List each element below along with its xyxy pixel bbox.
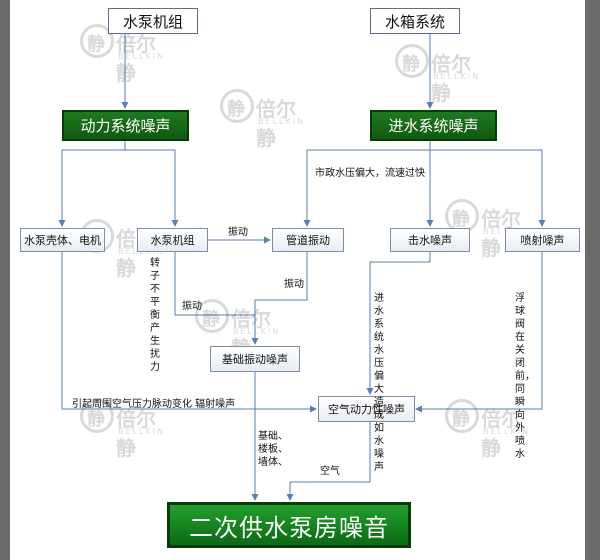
node-label: 喷射噪声 [520,234,565,247]
node-inlet-noise: 进水系统噪声 [370,110,497,141]
node-final-noise: 二次供水泵房噪音 [167,502,411,548]
label-rotor-imbalance: 转子不平衡产生扰力 [150,258,160,373]
arrow-inlet-to-jet [430,149,546,227]
node-label: 管道振动 [286,234,330,247]
label-vibration: 振动 [228,227,248,238]
node-jet-noise: 喷射噪声 [505,228,580,252]
node-pipe-vibration: 管道振动 [272,228,344,252]
arrow-hammer-to-aero [366,252,431,395]
node-label: 进水系统噪声 [388,117,479,135]
node-pump-unit-top: 水泵机组 [108,8,198,34]
node-label: 水泵机组 [150,234,195,247]
label-municipal-pressure: 市政水压偏大，流速过快 [315,168,425,179]
node-water-hammer: 击水噪声 [390,228,470,252]
label-vibration: 振动 [182,301,202,312]
node-foundation-noise: 基础振动噪声 [210,346,300,372]
node-tank-system: 水箱系统 [370,8,460,34]
arrow-power-to-pumpunit [125,149,179,227]
label-foundation-floor-wall: 基础、楼板、墙体、 [258,431,288,468]
node-label: 动力系统噪声 [80,117,171,135]
label-float-valve: 浮球阀在关闭前，同瞬向外喷水 [515,293,535,460]
label-vibration: 振动 [284,279,304,290]
node-power-noise: 动力系统噪声 [62,110,189,141]
label-inlet-pressure: 进水系统水压偏大造成如水噪声 [374,293,384,473]
node-label: 基础振动噪声 [222,353,288,366]
arrow-casing-to-aero [61,252,317,413]
node-label: 击水噪声 [408,234,452,247]
arrow-power-to-casing [58,140,126,227]
node-aero-noise: 空气动力性噪声 [318,396,415,422]
arrow-inlet-to-pipe [303,140,431,227]
node-label: 二次供水泵房噪音 [189,513,389,542]
label-pressure-pulse: 引起周围空气压力脉动变化 辐射噪声 [72,399,236,410]
arrow-aero-to-final [286,422,371,501]
label-air: 空气 [320,466,340,477]
node-label: 水泵壳体、电机 [24,234,101,247]
node-pump-casing: 水泵壳体、电机 [20,228,105,252]
node-label: 水箱系统 [384,12,445,31]
node-label: 水泵机组 [122,12,183,31]
node-pump-unit-mid: 水泵机组 [137,228,208,252]
node-label: 空气动力性噪声 [328,403,405,416]
